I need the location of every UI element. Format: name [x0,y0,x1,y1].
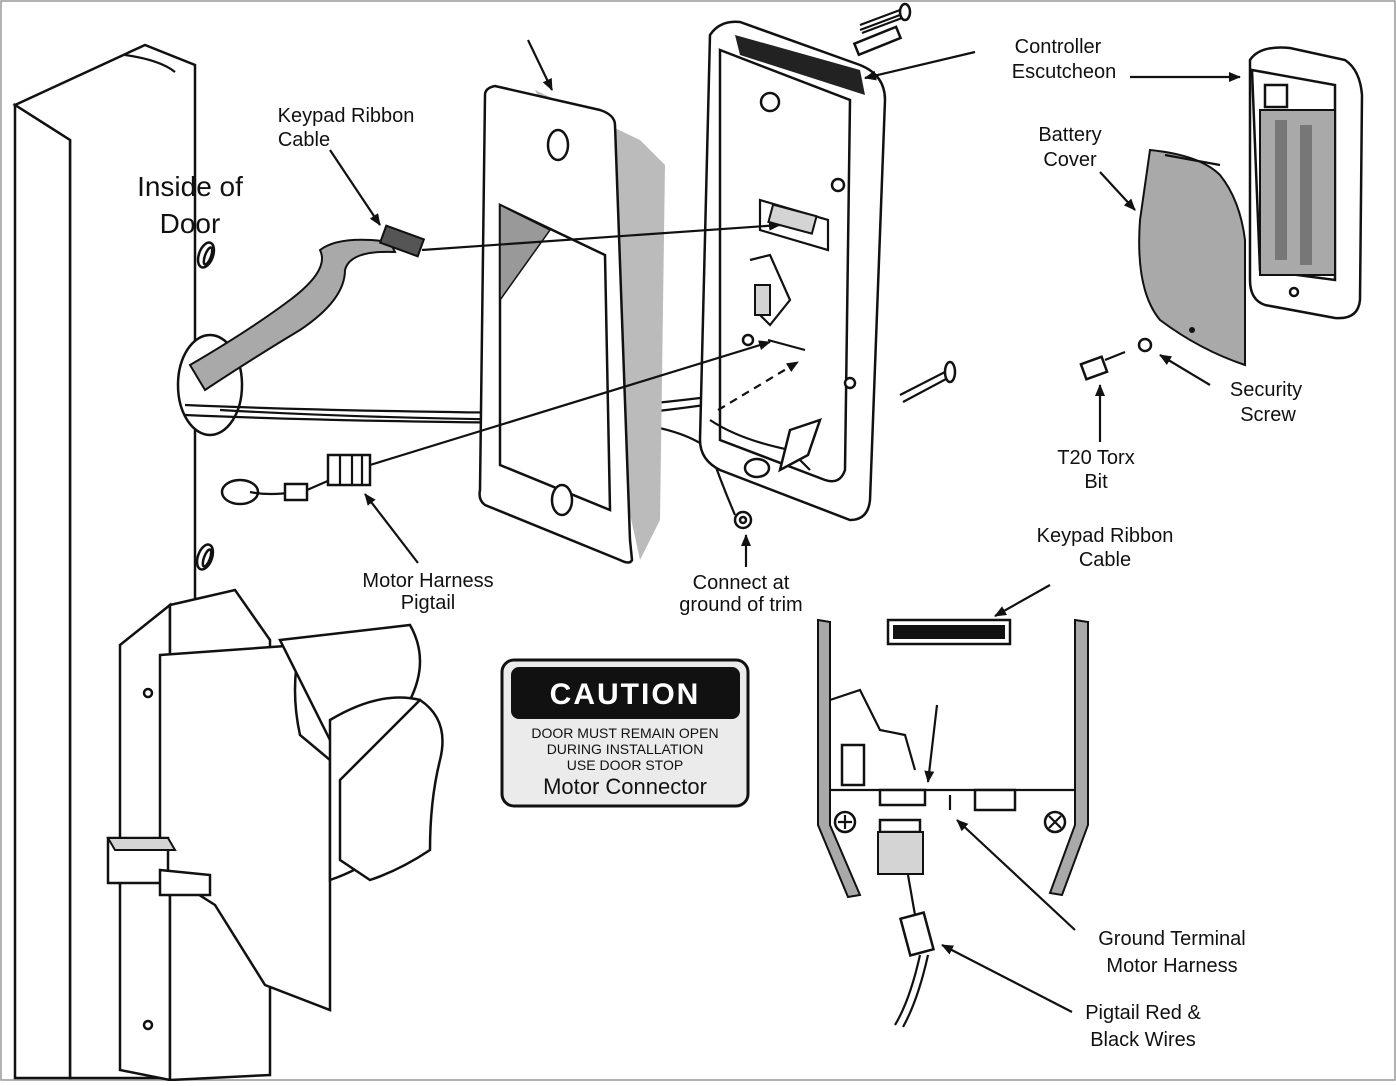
caution-line-3: USE DOOR STOP [567,757,683,773]
svg-text:Controller: Controller [1015,36,1102,58]
svg-text:Security: Security [1230,379,1302,401]
svg-text:Black Wires: Black Wires [1090,1029,1196,1051]
label-connect-ground: Connect at ground of trim [679,572,802,616]
spacer-pin [852,25,903,57]
svg-text:Pigtail Red &: Pigtail Red & [1085,1002,1201,1024]
label-inside-of-door: Inside of Door [137,171,243,239]
mortise-lock [106,588,444,1082]
label-t20-torx-bit: T20 Torx Bit [1057,447,1134,493]
svg-text:Battery: Battery [1038,124,1101,146]
label-ground-terminal: Ground Terminal Motor Harness [1098,928,1245,977]
t20-torx-bit [1079,350,1126,381]
svg-text:Cable: Cable [278,129,330,151]
svg-text:Motor Harness: Motor Harness [1106,955,1237,977]
controller-battery-housing [1248,46,1364,320]
svg-text:Screw: Screw [1240,404,1296,426]
svg-text:T20 Torx: T20 Torx [1057,447,1134,469]
svg-text:Door: Door [160,208,221,239]
caution-footer: Motor Connector [543,774,707,799]
keypad-ribbon-cable [188,238,397,392]
door-hole-upper [196,241,216,269]
pin-header-small [767,338,806,352]
svg-text:Cable: Cable [1079,549,1131,571]
svg-text:Escutcheon: Escutcheon [1012,61,1117,83]
svg-text:ground of trim: ground of trim [679,594,802,616]
label-keypad-ribbon-cable-bottom: Keypad Ribbon Cable [1037,525,1174,571]
security-screw [1137,337,1153,353]
ground-ring-terminal [733,510,753,530]
label-pigtail-wires: Pigtail Red & Black Wires [1085,1002,1201,1051]
svg-text:Motor Harness: Motor Harness [362,570,493,592]
svg-text:Inside of: Inside of [137,171,243,202]
label-motor-harness-pigtail: Motor Harness Pigtail [362,570,493,614]
gasket [478,84,665,564]
svg-text:Cover: Cover [1043,149,1097,171]
svg-text:Connect at: Connect at [693,572,790,594]
mounting-screw-right [899,360,957,403]
caution-title: CAUTION [550,678,701,711]
motor-harness-pigtail [220,453,372,506]
label-security-screw: Security Screw [1230,379,1302,426]
detail-inset [817,618,1089,1028]
svg-text:Keypad Ribbon: Keypad Ribbon [278,105,415,127]
label-controller-escutcheon: Controller Escutcheon [1012,36,1117,83]
svg-text:Ground Terminal: Ground Terminal [1098,928,1245,950]
svg-text:Bit: Bit [1084,471,1108,493]
door-hole-lower [195,543,215,571]
ribbon-connector [378,224,426,258]
caution-label: CAUTION DOOR MUST REMAIN OPEN DURING INS… [500,658,750,808]
battery-cover [1138,148,1246,367]
svg-text:Keypad Ribbon: Keypad Ribbon [1037,525,1174,547]
ribbon-connector-detail [886,618,1012,646]
svg-text:Pigtail: Pigtail [401,592,455,614]
label-battery-cover: Battery Cover [1038,124,1101,171]
callout-arrows [329,39,1241,1013]
caution-line-2: DURING INSTALLATION [547,741,704,757]
controller-escutcheon [698,20,887,522]
label-keypad-ribbon-cable-top: Keypad Ribbon Cable [278,105,415,151]
caution-line-1: DOOR MUST REMAIN OPEN [531,725,718,741]
mounting-screw-top [859,2,912,35]
